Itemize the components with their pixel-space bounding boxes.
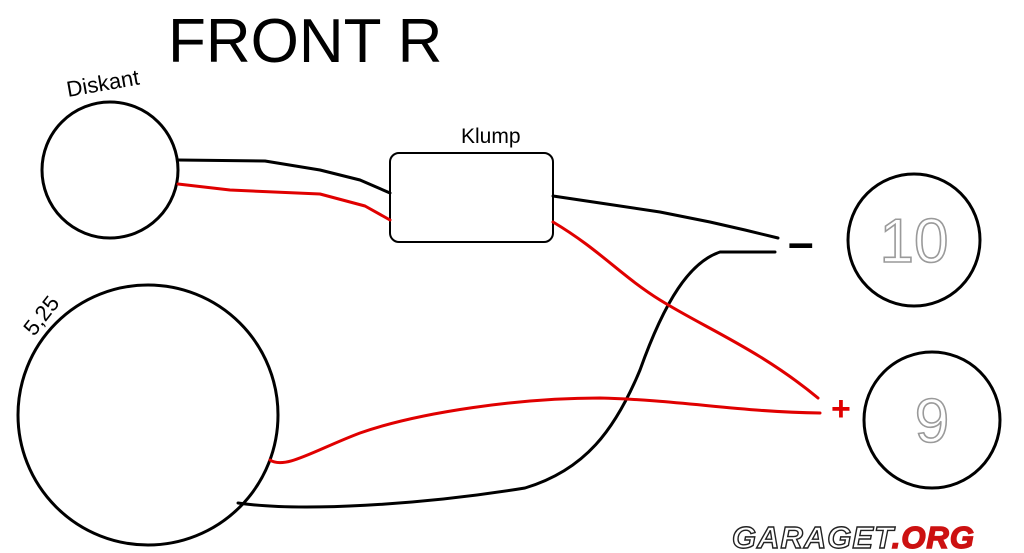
watermark-main: GARAGET xyxy=(732,520,896,553)
page-title: FRONT R xyxy=(168,7,442,76)
wire-negative-box xyxy=(551,194,780,240)
watermark-logo: GARAGET.ORG xyxy=(731,519,975,553)
tweeter-speaker xyxy=(40,100,180,240)
klump-box xyxy=(389,152,554,243)
watermark-suffix: .ORG xyxy=(892,520,975,553)
klump-label: Klump xyxy=(461,125,521,148)
positive-sign: + xyxy=(831,390,851,428)
svg-text:GARAGET.ORG: GARAGET.ORG xyxy=(732,520,975,553)
tweeter-label: Diskant xyxy=(65,65,142,102)
terminal-9-circle xyxy=(862,350,1002,490)
terminal-10-label: 10 xyxy=(880,207,949,276)
wire-negative-tweeter xyxy=(176,158,392,195)
wire-positive-woofer xyxy=(268,396,822,465)
terminal-10-circle xyxy=(846,172,982,308)
wire-positive-tweeter xyxy=(176,182,392,222)
wire-positive-box xyxy=(551,220,820,400)
woofer-speaker xyxy=(16,283,280,547)
negative-sign: – xyxy=(788,216,814,268)
terminal-9-label: 9 xyxy=(915,387,949,456)
wire-negative-woofer xyxy=(236,250,777,509)
